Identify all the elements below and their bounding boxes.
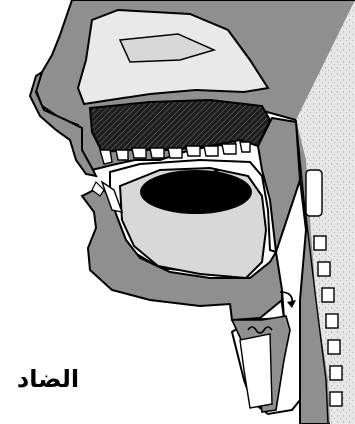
trachea-inner (240, 334, 272, 408)
figure-caption: الضاد (10, 362, 86, 396)
tongue-contact-region (140, 170, 252, 214)
